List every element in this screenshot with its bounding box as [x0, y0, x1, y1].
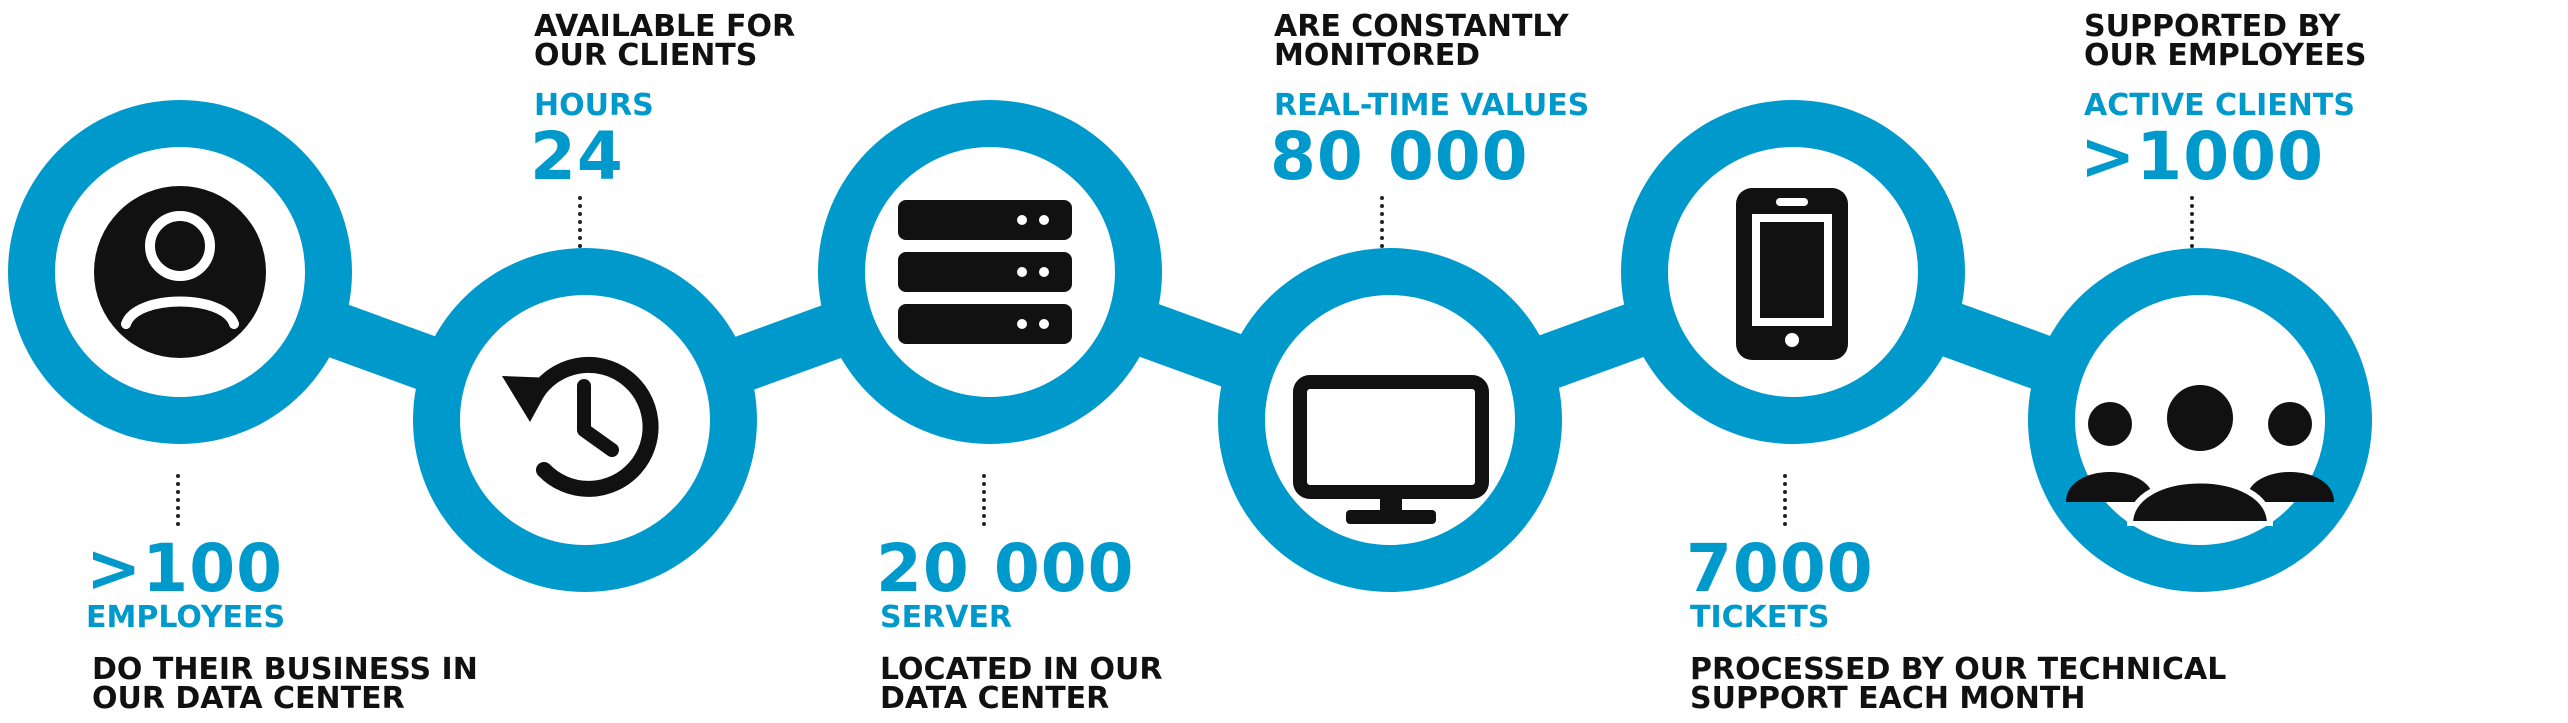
stat-desc-realtime-line2: MONITORED	[1274, 38, 1481, 73]
stat-desc-realtime-line1: ARE CONSTANTLY	[1274, 9, 1569, 44]
server-stack-icon	[898, 200, 1072, 344]
stat-desc-clients-line1: SUPPORTED BY	[2084, 9, 2341, 44]
stat-desc-employees-line2: OUR DATA CENTER	[92, 681, 405, 716]
stat-unit-clients: ACTIVE CLIENTS	[2084, 88, 2355, 123]
stat-desc-server-line2: DATA CENTER	[880, 681, 1110, 716]
stat-value-clients: >1000	[2080, 118, 2324, 195]
stat-desc-clients-line2: OUR EMPLOYEES	[2084, 38, 2367, 73]
stat-desc-server-line1: LOCATED IN OUR	[880, 652, 1163, 687]
stat-desc-hours-line2: OUR CLIENTS	[534, 38, 758, 73]
stat-desc-tickets-line2: SUPPORT EACH MONTH	[1690, 681, 2086, 716]
stat-desc-tickets-line1: PROCESSED BY OUR TECHNICAL	[1690, 652, 2227, 687]
stat-unit-server: SERVER	[880, 600, 1013, 635]
person-circle-icon	[94, 186, 266, 358]
stat-value-server: 20 000	[876, 530, 1135, 607]
history-clock-icon	[502, 356, 659, 497]
stat-value-realtime: 80 000	[1270, 118, 1529, 195]
leader-line-6	[2190, 196, 2194, 248]
stat-value-hours: 24	[530, 118, 624, 195]
monitor-icon	[1293, 375, 1489, 524]
stat-unit-hours: HOURS	[534, 88, 654, 123]
leader-line-3	[982, 474, 986, 526]
leader-line-2	[578, 196, 582, 248]
smartphone-icon	[1736, 188, 1848, 360]
stat-value-tickets: 7000	[1686, 530, 1874, 607]
stat-unit-tickets: TICKETS	[1690, 600, 1830, 635]
leader-line-1	[176, 474, 180, 526]
leader-line-5	[1783, 474, 1787, 526]
users-group-icon	[2066, 379, 2334, 526]
stat-unit-employees: EMPLOYEES	[86, 600, 286, 635]
stat-unit-realtime: REAL-TIME VALUES	[1274, 88, 1590, 123]
leader-line-4	[1380, 196, 1384, 248]
stat-desc-employees-line1: DO THEIR BUSINESS IN	[92, 652, 478, 687]
stat-desc-hours-line1: AVAILABLE FOR	[534, 9, 796, 44]
stat-value-employees: >100	[86, 530, 284, 607]
